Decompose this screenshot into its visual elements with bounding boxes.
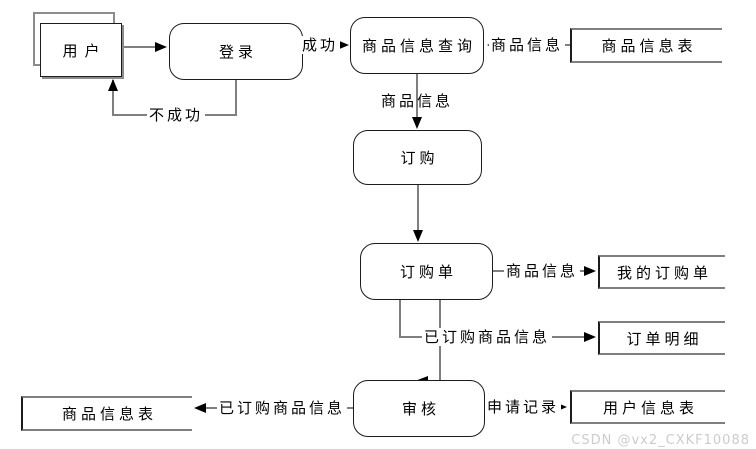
datastore-product-info-table-top: 商品信息表 <box>570 28 722 63</box>
process-product-info-query-label: 商品信息查询 <box>361 37 476 55</box>
edge-label-product-info-to-my-orders: 商品信息 <box>503 262 581 280</box>
datastore-product-info-table-bottom-label: 商品信息表 <box>61 405 157 423</box>
datastore-product-info-table-bottom: 商品信息表 <box>21 396 192 431</box>
edge-label-product-info-to-order: 商品信息 <box>380 92 454 110</box>
process-order-label: 订购 <box>400 149 439 167</box>
datastore-user-info-table: 用户信息表 <box>570 390 725 424</box>
arrowhead-user-login <box>155 42 167 52</box>
arrowhead-order-orderform <box>413 230 423 242</box>
datastore-user-info-table-label: 用户信息表 <box>602 398 698 417</box>
arrowhead-orderform-detail <box>584 332 596 342</box>
datastore-order-detail-label: 订单明细 <box>626 329 703 348</box>
process-review: 审核 <box>353 380 485 437</box>
datastore-my-order-form-label: 我的订购单 <box>616 263 712 282</box>
edge-label-ordered-info-to-product-table: 已订购商品信息 <box>216 399 348 417</box>
process-login: 登录 <box>169 23 303 80</box>
edge-label-ordered-info-to-detail: 已订购商品信息 <box>421 328 553 346</box>
arrowhead-review-producttable <box>194 403 206 413</box>
process-order-form-label: 订购单 <box>399 263 457 281</box>
csdn-watermark: CSDN @vx2_CXKF10088 <box>571 433 750 448</box>
edge-label-product-info-to-query: 商品信息 <box>488 36 566 54</box>
entity-user: 用户 <box>40 23 122 77</box>
arrowhead-orderform-myorders <box>584 266 596 276</box>
edge-label-success: 成功 <box>299 36 341 54</box>
process-review-label: 审核 <box>401 400 440 418</box>
process-order: 订购 <box>353 130 482 185</box>
arrowhead-fail-to-user <box>108 79 118 91</box>
process-login-label: 登录 <box>218 43 257 61</box>
datastore-order-detail: 订单明细 <box>598 321 725 355</box>
entity-user-label: 用户 <box>62 41 107 60</box>
arrowhead-query-order <box>412 117 422 129</box>
edge-label-apply-record: 申请记录 <box>484 398 562 416</box>
edge-label-fail: 不成功 <box>146 106 206 124</box>
process-product-info-query: 商品信息查询 <box>350 17 484 74</box>
datastore-my-order-form: 我的订购单 <box>598 255 725 289</box>
process-order-form: 订购单 <box>360 243 493 300</box>
datastore-product-info-table-top-label: 商品信息表 <box>601 37 697 55</box>
